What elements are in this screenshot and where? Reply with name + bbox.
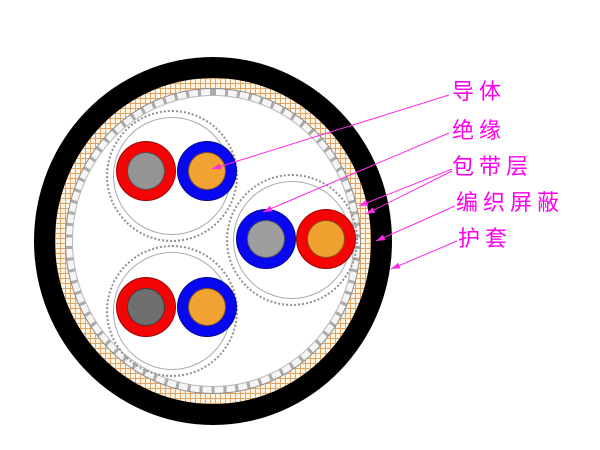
label-tape-layer: 包带层 xyxy=(452,154,534,179)
wire-conductor xyxy=(247,220,285,258)
wire-insulation xyxy=(177,277,237,337)
wire-conductor xyxy=(127,152,165,190)
wire-conductor xyxy=(188,288,226,326)
wire-conductor xyxy=(188,152,226,190)
wire-insulation xyxy=(177,141,237,201)
pair-bottom-left xyxy=(106,245,238,377)
label-insulation: 绝缘 xyxy=(452,118,507,143)
label-sheath: 护套 xyxy=(458,226,513,251)
wire-conductor xyxy=(307,220,345,258)
label-conductor: 导体 xyxy=(452,79,507,104)
wire-conductor xyxy=(127,288,165,326)
pair-top-left xyxy=(106,110,238,242)
wire-insulation xyxy=(236,209,296,269)
leader-sheath xyxy=(390,240,458,270)
wire-insulation xyxy=(296,209,356,269)
wire-insulation xyxy=(116,277,176,337)
label-braided-shield: 编织屏蔽 xyxy=(456,190,565,215)
wire-insulation xyxy=(116,141,176,201)
pair-middle-right xyxy=(226,174,358,306)
